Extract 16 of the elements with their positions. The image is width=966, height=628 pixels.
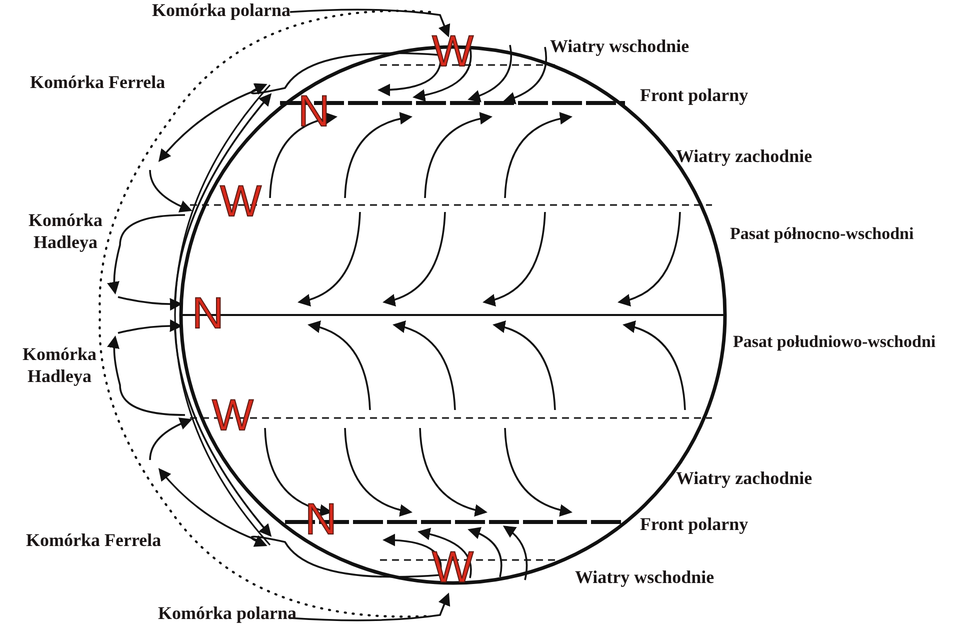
- wind-label: Pasat południowo-wschodni: [733, 332, 937, 352]
- front-label: Front polarny: [640, 514, 748, 536]
- wind-label: Wiatry wschodnie: [575, 567, 714, 589]
- cell-label: Komórka Hadleya: [28, 210, 104, 254]
- wind-label: Wiatry wschodnie: [550, 36, 690, 58]
- pressure-letter: W: [212, 394, 254, 438]
- cell-label: Komórka polarna: [152, 0, 291, 22]
- front-label: Front polarny: [640, 85, 748, 107]
- cell-label: Komórka Ferrela: [30, 72, 166, 94]
- cell-label: Komórka Ferrela: [26, 530, 162, 552]
- pressure-letter: W: [220, 180, 262, 224]
- wind-label: Wiatry zachodnie: [676, 468, 812, 490]
- cell-label: Komórka Hadleya: [22, 344, 98, 388]
- wind-label: Wiatry zachodnie: [676, 146, 812, 168]
- wind-label: Pasat północno-wschodni: [730, 224, 915, 244]
- cell-label: Komórka polarna: [158, 603, 297, 625]
